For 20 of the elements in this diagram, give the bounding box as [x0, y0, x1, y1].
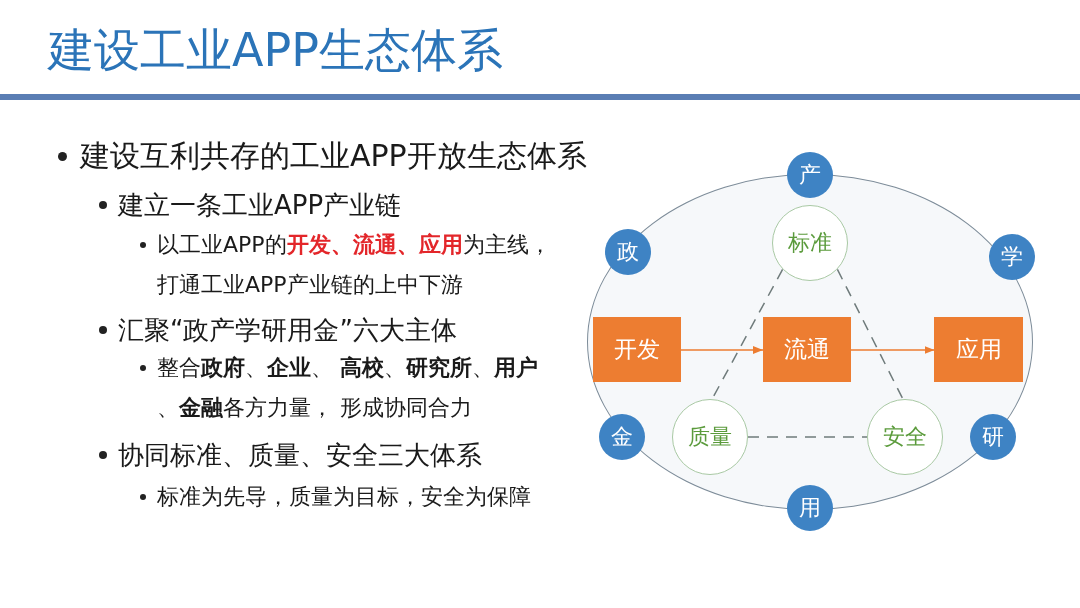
- arrow: [850, 346, 936, 354]
- ring-node: 标准: [771, 204, 848, 281]
- bullet-text: 建设互利共存的工业APP开放生态体系: [80, 137, 587, 175]
- dashed-line: [747, 436, 868, 438]
- ring-node: 安全: [866, 398, 943, 475]
- slide-title: 建设工业APP生态体系: [48, 22, 503, 78]
- bullet-text: 汇聚“政产学研用金”六大主体: [118, 314, 457, 347]
- bullet-text: 协同标准、质量、安全三大体系: [118, 439, 482, 472]
- circle-node: 产: [787, 152, 833, 198]
- arrow: [680, 346, 764, 354]
- process-box: 开发: [592, 317, 681, 382]
- bullet-text: 以工业APP的开发、流通、应用为主线，打通工业APP产业链的上中下游: [157, 231, 552, 299]
- dashed-line: [836, 268, 904, 400]
- bullet-text: 标准为先导，质量为目标，安全为保障: [157, 483, 532, 511]
- bullet-text: 整合政府、企业、 高校、研究所、用户、金融各方力量， 形成协同合力: [157, 354, 539, 422]
- process-box: 应用: [934, 317, 1023, 382]
- circle-node: 用: [787, 485, 833, 531]
- ring-node: 质量: [671, 398, 748, 475]
- process-box: 流通: [762, 317, 851, 382]
- bullet-text: 建立一条工业APP产业链: [118, 189, 402, 222]
